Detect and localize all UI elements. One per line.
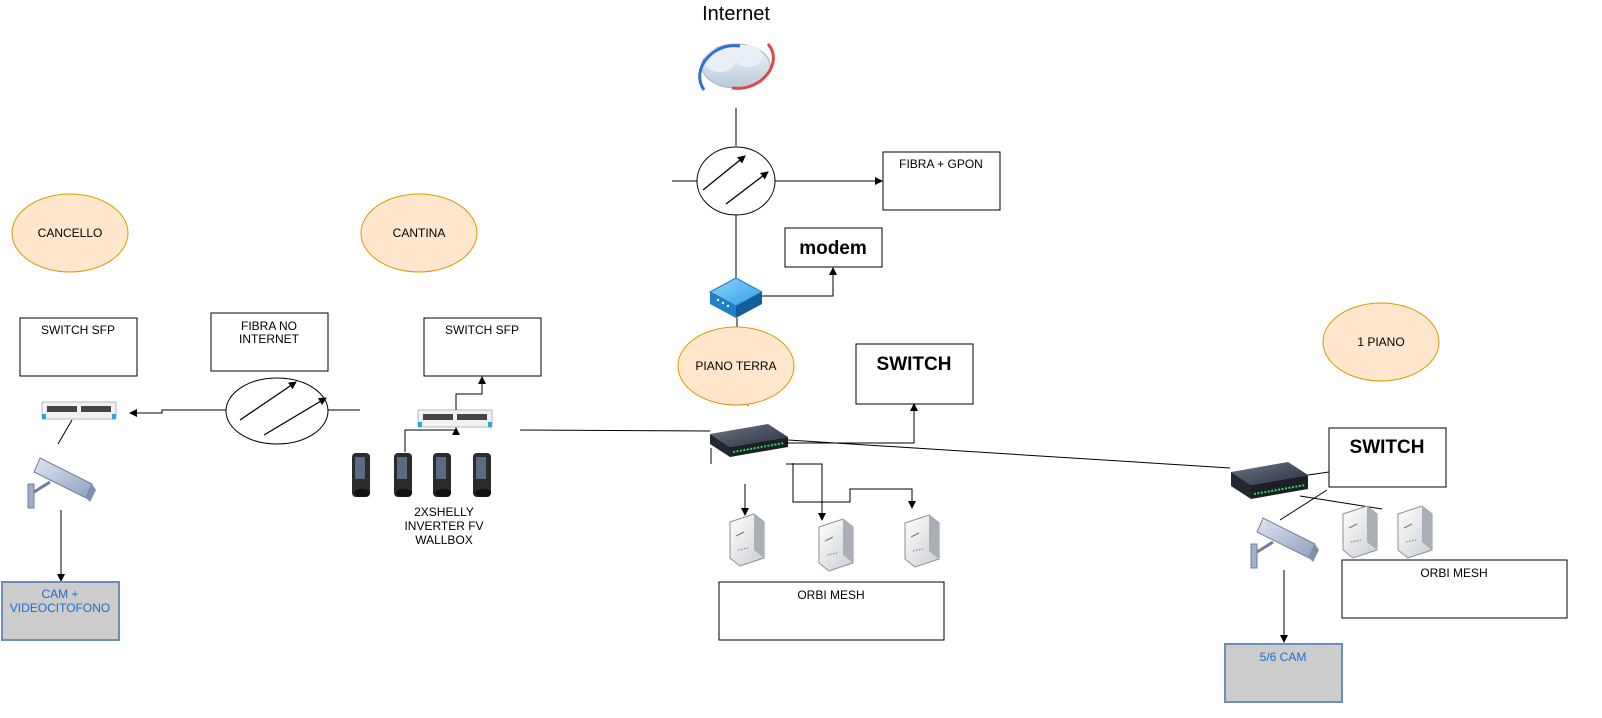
edge-switch-1piano [787,439,1231,469]
shelly-device-icon [433,453,451,497]
modem-label: modem [799,238,867,259]
fibra-no-internet-label-2: INTERNET [239,332,300,346]
fibra-no-internet-box [210,312,329,372]
orbi-mesh-icon [818,518,854,572]
orbi-center-box [718,581,945,641]
cantina-oval [360,193,478,273]
piano-terra-oval [677,326,795,406]
orbi-right-label: ORBI MESH [1420,566,1487,580]
shelly-label-2: INVERTER FV [404,519,483,533]
fibra-gpon-label: FIBRA + GPON [899,157,983,171]
switch-right-box [1328,427,1447,488]
sfp-switch-icon [417,409,493,428]
sfp-switch-icon [41,401,117,420]
shelly-device-icon [473,453,491,497]
orbi-center-label: ORBI MESH [797,588,864,602]
switch-sfp-cantina-label: SWITCH SFP [445,323,519,337]
cam-videocitofono-label-1: CAM + [41,587,78,601]
orbi-mesh-icon [1397,505,1433,559]
orbi-mesh-icon [1342,505,1378,559]
switch-sfp-left-label: SWITCH SFP [41,323,115,337]
fibra-no-internet-label-1: FIBRA NO [241,319,297,333]
cam-videocitofono-label-2: VIDEOCITOFONO [10,601,110,615]
orbi-mesh-icon [904,514,940,568]
piano-terra-label: PIANO TERRA [695,359,776,373]
edge-shelly-sfp [404,427,460,452]
cam-right-box [1224,643,1343,703]
edge-switch-right-camera [1279,489,1328,521]
shelly-device-icon [352,453,370,497]
cantina-label: CANTINA [393,226,446,240]
edge-sfp-camera [57,419,73,445]
internet-label: Internet [702,3,770,25]
shelly-label-3: WALLBOX [415,533,473,547]
orbi-right-box [1341,559,1568,619]
edge-switch-switchbox [786,403,918,444]
cam-right-label: 5/6 CAM [1260,650,1307,664]
fibra-gpon-box [882,151,1001,211]
security-camera-icon [1250,517,1319,569]
switch-sfp-cantina-box [423,317,542,377]
switch-sfp-left-box [19,317,138,377]
switch-icon [710,424,788,457]
edge-modem-box [762,267,837,297]
primo-piano-oval [1322,302,1440,382]
switch-icon [1231,462,1308,499]
edge-switch-right-orbi [1299,495,1383,510]
cancello-oval [11,193,129,273]
modem-icon [708,277,764,318]
primo-piano-label: 1 PIANO [1357,335,1404,349]
edge-switch-right-box [1307,471,1330,476]
edge-cantina-switch [519,429,711,432]
edge-splitter-sfp-left [129,409,226,417]
edge-switch-orbi2 [786,463,826,521]
switch-center-label: SWITCH [877,354,952,375]
internet-cloud-icon [698,43,775,91]
optical-splitter-icon [225,377,329,445]
shelly-device-icon [394,453,412,497]
shelly-label-1: 2XSHELLY [414,505,474,519]
edge-switch-orbi3 [792,463,916,509]
edge-sfp-cantina-box [455,376,486,410]
cancello-label: CANCELLO [38,226,103,240]
optical-splitter-icon [696,146,776,216]
security-camera-icon [27,457,96,509]
orbi-mesh-icon [729,513,765,567]
switch-right-label: SWITCH [1350,437,1425,458]
cam-videocitofono-box [1,581,120,641]
